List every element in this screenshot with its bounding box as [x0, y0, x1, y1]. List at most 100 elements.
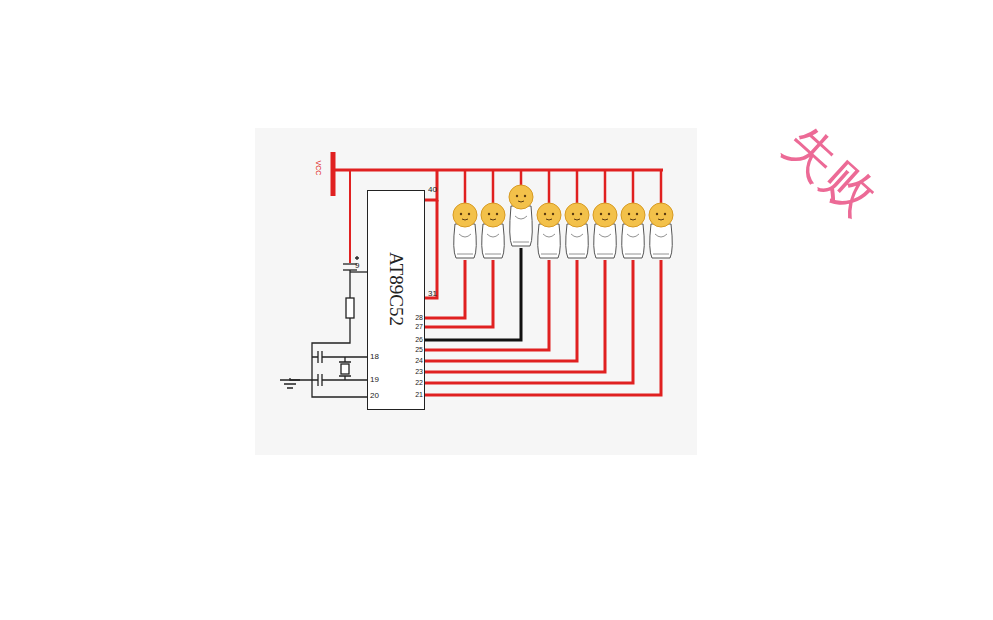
led-figure: [425, 170, 505, 327]
led-pin-wire: [425, 260, 661, 395]
led-drop-wire: [604, 170, 607, 204]
led-pin-wire: [425, 260, 549, 350]
led-body: [594, 224, 617, 258]
pin-number: 27: [415, 323, 423, 330]
led-drop-wire: [632, 170, 635, 204]
pin-number: 23: [415, 368, 423, 375]
face-eye: [488, 213, 490, 215]
pin18-wire: [312, 356, 367, 357]
power-label: VCC: [315, 161, 322, 176]
face-eye: [600, 213, 602, 215]
led-pin-wire: [425, 260, 633, 383]
led-figure: [425, 170, 617, 372]
face-eye: [516, 195, 518, 197]
led-face: [481, 203, 505, 227]
led-body: [622, 224, 645, 258]
led-face: [593, 203, 617, 227]
led-drop-wire: [464, 170, 467, 204]
face-eye: [664, 213, 666, 215]
face-eye: [496, 213, 498, 215]
capacitor-plate: [343, 263, 357, 264]
led-figure: [425, 170, 589, 361]
pin-number: 26: [415, 336, 423, 343]
pin9-wire: [350, 271, 367, 272]
led-figure: [425, 170, 533, 340]
pin-number: 40: [428, 186, 437, 194]
face-eye: [580, 213, 582, 215]
pin-number: 25: [415, 346, 423, 353]
plus-sign: [355, 256, 359, 260]
led-drop-wire: [548, 170, 551, 204]
crystal-leads: [339, 357, 351, 380]
face-eye: [608, 213, 610, 215]
led-body-fold: [457, 234, 473, 254]
pin-number: 28: [415, 314, 423, 321]
led-drop-wire: [520, 170, 523, 186]
face-eye: [656, 213, 658, 215]
led-pin-wire: [425, 260, 577, 361]
led-body: [538, 224, 561, 258]
led-body-fold: [485, 234, 501, 254]
led-body-fold: [597, 234, 613, 254]
pin19-wire: [312, 379, 367, 380]
pin-number: 19: [370, 376, 379, 384]
pin-number: 18: [370, 353, 379, 361]
led-group: [425, 170, 673, 395]
led-figure: [425, 170, 645, 383]
face-mouth: [658, 219, 664, 220]
face-mouth: [518, 201, 524, 202]
led-pin-wire: [425, 260, 493, 327]
pin-number: 31: [428, 290, 437, 298]
image-ground: [255, 128, 697, 455]
chip-name: AT89C52: [385, 252, 407, 326]
face-eye: [460, 213, 462, 215]
handwritten-note: 失败: [776, 118, 884, 222]
led-face: [537, 203, 561, 227]
led-face: [509, 185, 533, 209]
pin-number: 9: [355, 262, 359, 270]
led-figure: [425, 170, 673, 395]
led-body: [650, 224, 673, 258]
pin-number: 22: [415, 379, 423, 386]
face-mouth: [630, 219, 636, 220]
face-mouth: [490, 219, 496, 220]
reset-circuit: [280, 256, 367, 397]
reset-wire: [349, 170, 351, 263]
pin40-wire: [425, 170, 437, 200]
resistor-symbol: [346, 298, 354, 318]
vcc-rail: [333, 169, 663, 172]
led-body: [510, 206, 533, 246]
face-eye: [552, 213, 554, 215]
face-mouth: [602, 219, 608, 220]
led-body: [454, 224, 477, 258]
wire: [349, 270, 350, 298]
pin-number: 20: [370, 392, 379, 400]
face-eye: [636, 213, 638, 215]
led-figure: [425, 170, 477, 318]
ground-net: [312, 318, 367, 397]
face-eye: [468, 213, 470, 215]
led-body-fold: [625, 234, 641, 254]
led-body-fold: [569, 234, 585, 254]
led-drop-wire: [660, 170, 663, 204]
led-pin-wire: [425, 260, 605, 372]
face-eye: [544, 213, 546, 215]
led-face: [565, 203, 589, 227]
pin-number: 24: [415, 357, 423, 364]
face-mouth: [546, 219, 552, 220]
led-figure: [425, 170, 561, 350]
led-drop-wire: [576, 170, 579, 204]
led-body: [566, 224, 589, 258]
led-pin-wire: [425, 260, 465, 318]
led-face: [649, 203, 673, 227]
led-body-fold: [653, 234, 669, 254]
face-eye: [628, 213, 630, 215]
face-eye: [524, 195, 526, 197]
capacitor-symbol: [318, 374, 322, 386]
ground-symbol: [280, 380, 300, 388]
pin-number: 21: [415, 391, 423, 398]
led-body-fold: [541, 234, 557, 254]
